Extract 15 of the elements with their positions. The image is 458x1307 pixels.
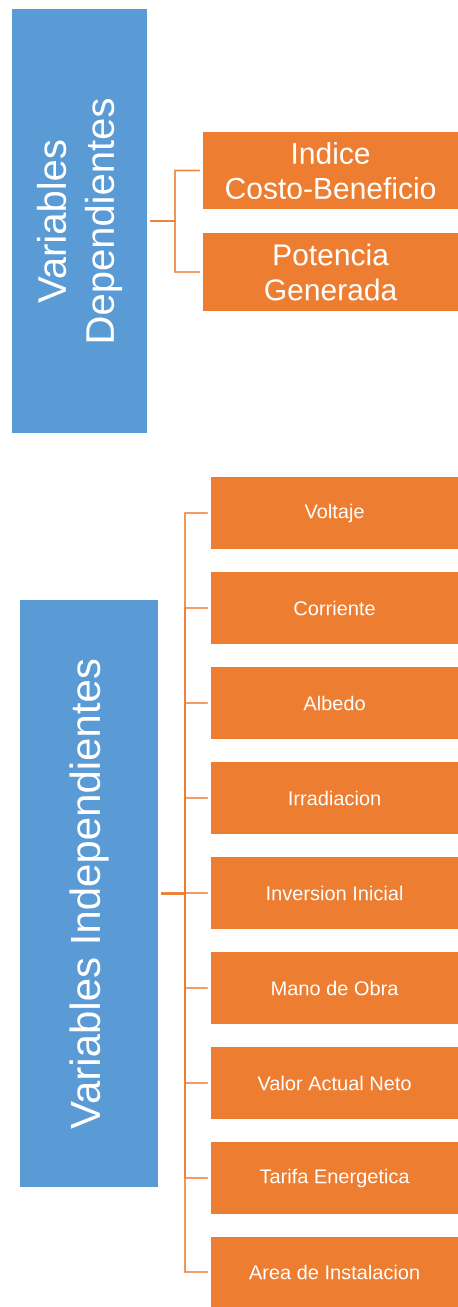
variable-box: Mano de Obra — [211, 952, 458, 1024]
variable-box: Potencia Generada — [203, 233, 458, 311]
variable-box: Irradiacion — [211, 762, 458, 834]
variable-box: Indice Costo-Beneficio — [203, 132, 458, 209]
variable-box: Area de Instalacion — [211, 1237, 458, 1307]
connector-line — [160, 892, 209, 1273]
category-box: Variables Independientes — [20, 600, 158, 1187]
variable-box: Tarifa Energetica — [211, 1142, 458, 1214]
connector-line — [149, 220, 201, 273]
variable-box: Corriente — [211, 572, 458, 644]
variable-box: Valor Actual Neto — [211, 1047, 458, 1119]
category-box: Variables Dependientes — [12, 9, 147, 433]
variable-box: Albedo — [211, 667, 458, 739]
variable-box: Inversion Inicial — [211, 857, 458, 929]
variable-box: Voltaje — [211, 477, 458, 549]
